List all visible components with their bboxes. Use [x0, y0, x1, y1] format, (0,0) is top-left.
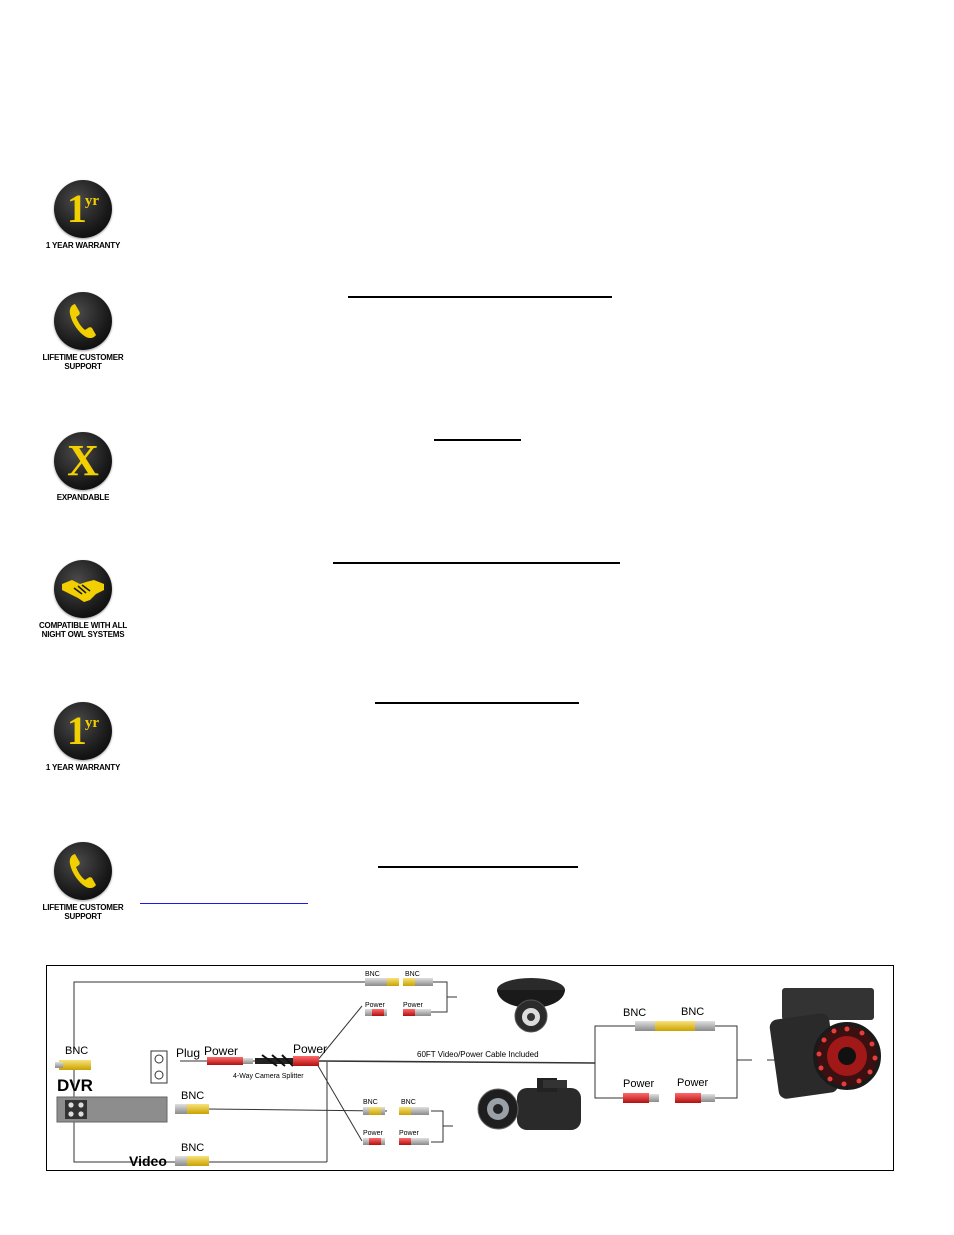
- dome-camera-icon: [497, 978, 565, 1033]
- phone-icon: [54, 292, 112, 350]
- label-power: Power: [403, 1002, 424, 1009]
- badge-caption: EXPANDABLE: [56, 493, 110, 502]
- bullet-camera-icon: [477, 1078, 581, 1130]
- label-power: Power: [204, 1044, 238, 1058]
- label-power: Power: [399, 1130, 420, 1137]
- badge-caption: COMPATIBLE WITH ALL NIGHT OWL SYSTEMS: [38, 621, 128, 639]
- badge-caption: 1 YEAR WARRANTY: [45, 241, 121, 250]
- label-bnc: BNC: [623, 1007, 646, 1019]
- label-bnc: BNC: [405, 971, 420, 978]
- bottom-bnc-connectors: [363, 1107, 429, 1145]
- one-year-icon: 1yr: [54, 180, 112, 238]
- label-power: Power: [365, 1002, 386, 1009]
- label-power: Power: [677, 1077, 709, 1089]
- badge-caption: LIFETIME CUSTOMER SUPPORT: [42, 353, 124, 371]
- label-bnc: BNC: [365, 971, 380, 978]
- wiring-svg: BNC BNC Power Power BNC BNC Power Power …: [55, 971, 881, 1169]
- warranty-badge: 1yr 1 YEAR WARRANTY: [40, 702, 126, 772]
- label-power: Power: [363, 1130, 384, 1137]
- label-plug: Plug: [176, 1046, 200, 1060]
- support-link[interactable]: [140, 903, 308, 904]
- label-bnc: BNC: [65, 1045, 88, 1057]
- handshake-icon: [54, 560, 112, 618]
- label-bnc: BNC: [401, 1099, 416, 1106]
- label-dvr: DVR: [57, 1076, 93, 1095]
- label-bnc: BNC: [181, 1090, 204, 1102]
- heading-underline: [378, 866, 578, 868]
- heading-underline: [348, 296, 612, 298]
- heading-underline: [434, 439, 521, 441]
- label-power: Power: [623, 1078, 655, 1090]
- label-bnc: BNC: [181, 1142, 204, 1154]
- label-cable: 60FT Video/Power Cable Included: [417, 1050, 539, 1059]
- badge-caption: LIFETIME CUSTOMER SUPPORT: [42, 903, 124, 921]
- top-bnc-connectors: [365, 978, 433, 1016]
- one-year-icon: 1yr: [54, 702, 112, 760]
- badge-caption: 1 YEAR WARRANTY: [45, 763, 121, 772]
- compatible-badge: COMPATIBLE WITH ALL NIGHT OWL SYSTEMS: [34, 560, 132, 639]
- camera-splitter: [255, 1054, 297, 1067]
- expandable-badge: X EXPANDABLE: [40, 432, 126, 502]
- support-badge: LIFETIME CUSTOMER SUPPORT: [40, 292, 126, 371]
- label-bnc: BNC: [681, 1006, 704, 1018]
- label-splitter: 4-Way Camera Splitter: [233, 1073, 304, 1080]
- dvr-bnc-connector: [59, 1060, 91, 1070]
- label-bnc: BNC: [363, 1099, 378, 1106]
- label-video: Video: [129, 1153, 167, 1169]
- support-badge: LIFETIME CUSTOMER SUPPORT: [40, 842, 126, 921]
- phone-icon: [54, 842, 112, 900]
- x-icon: X: [54, 432, 112, 490]
- ir-camera-icon: [769, 988, 881, 1099]
- label-power: Power: [293, 1042, 327, 1056]
- connection-diagram: BNC BNC Power Power BNC BNC Power Power …: [46, 965, 894, 1171]
- heading-underline: [333, 562, 620, 564]
- heading-underline: [375, 702, 579, 704]
- warranty-badge: 1yr 1 YEAR WARRANTY: [40, 180, 126, 250]
